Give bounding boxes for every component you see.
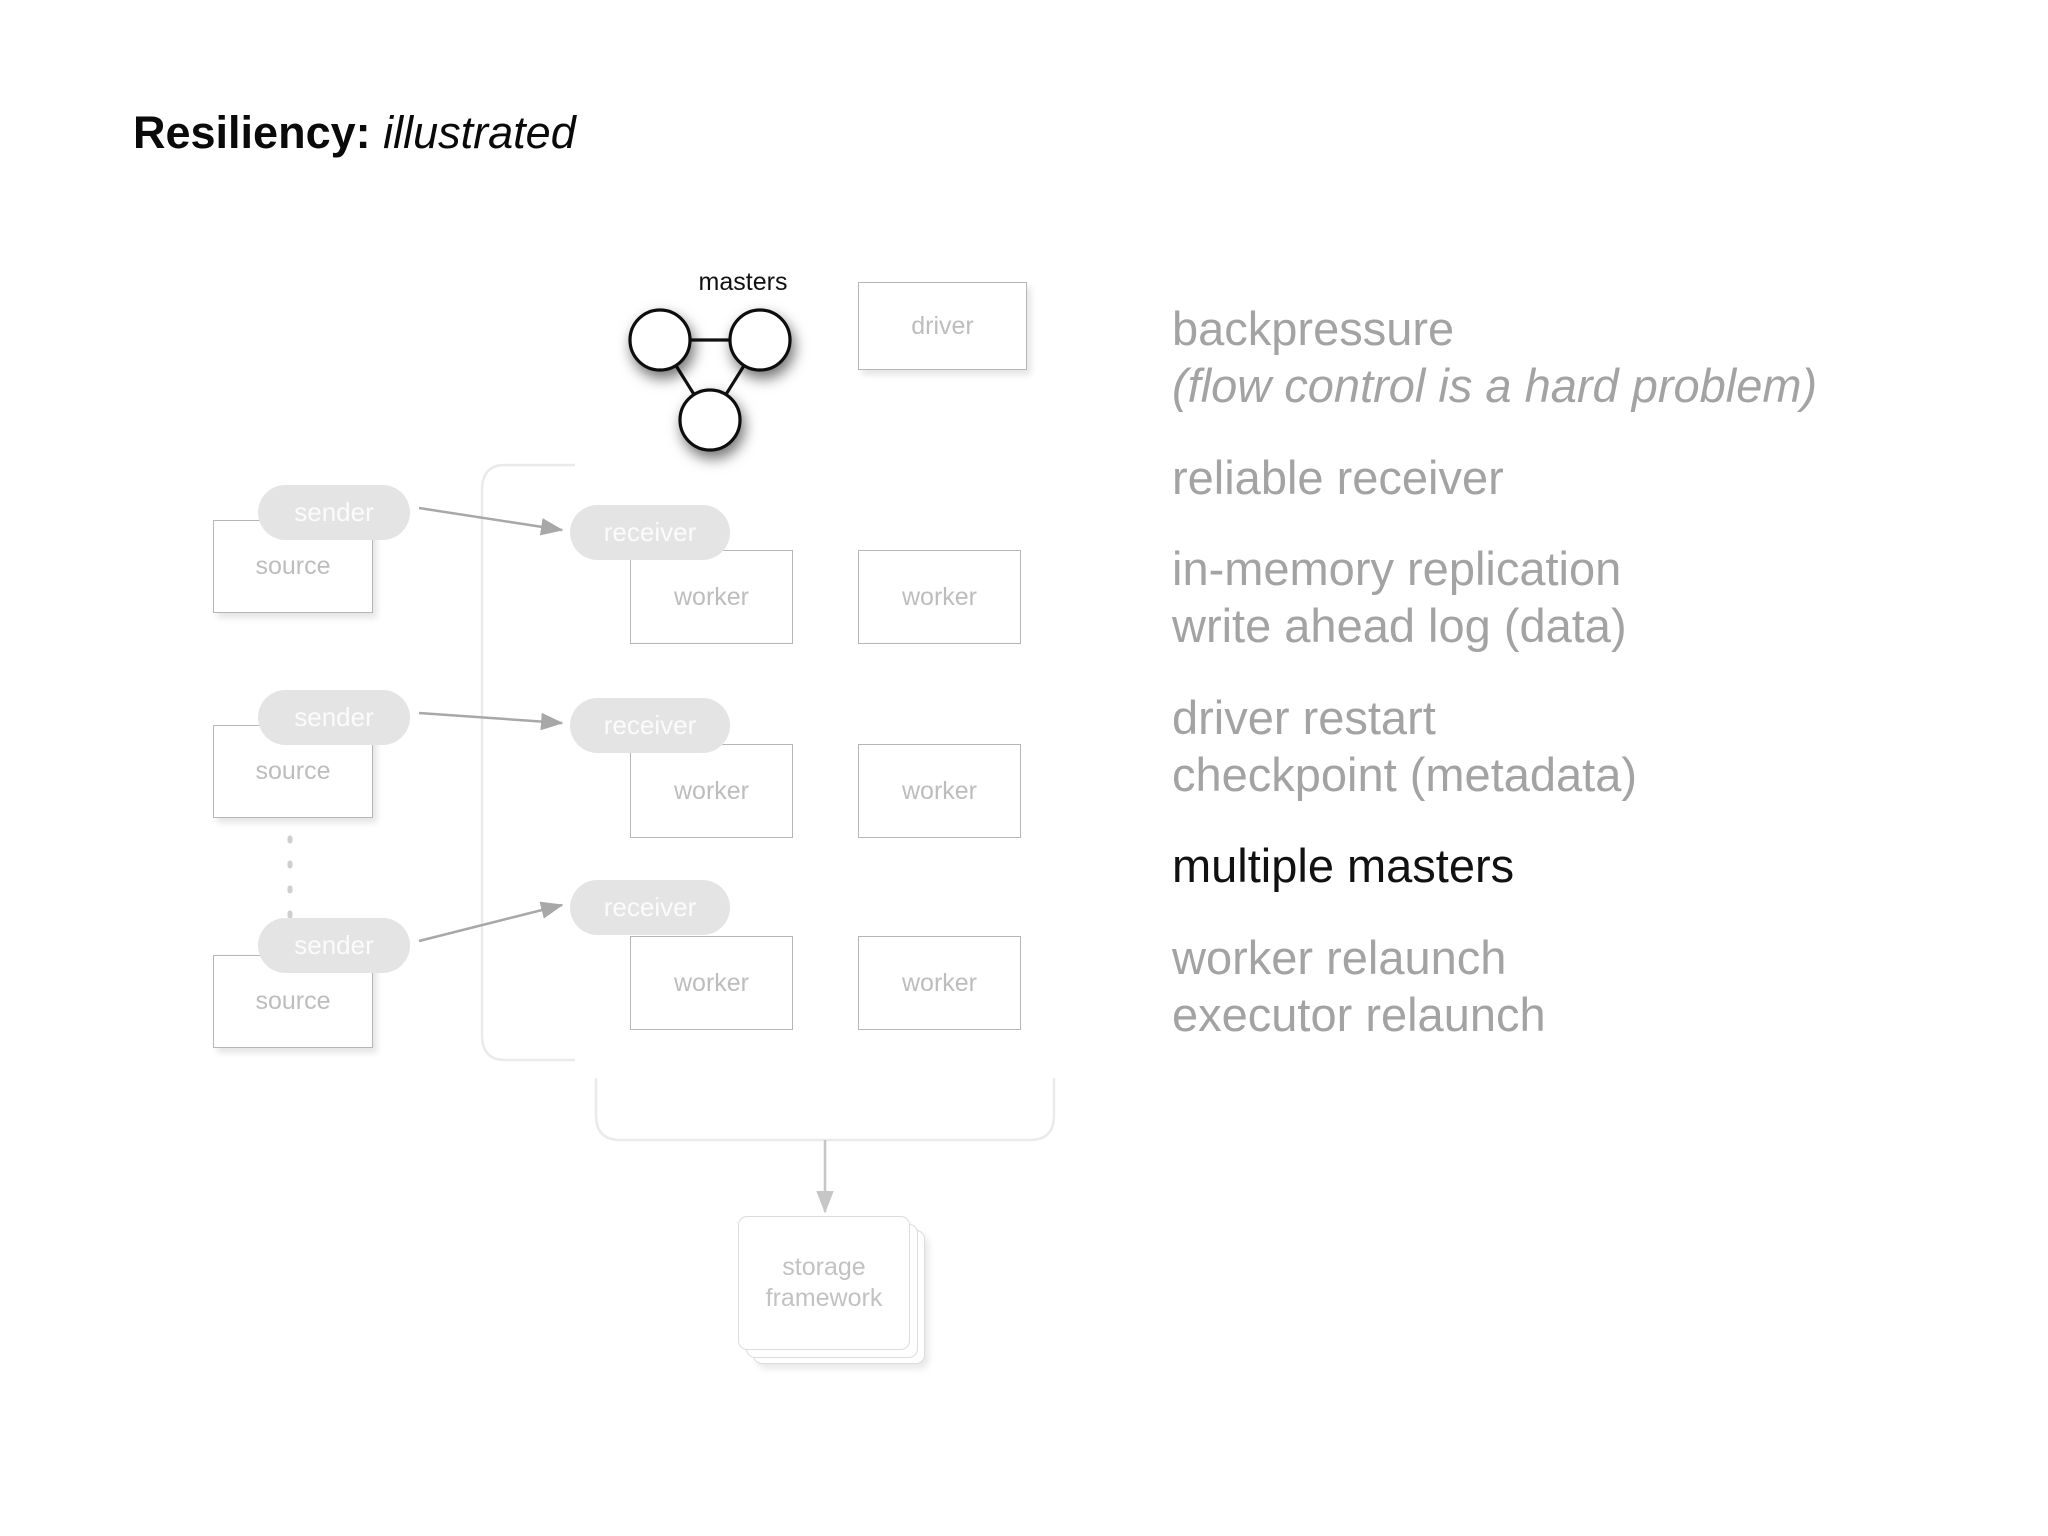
bullet-line-in-memory-replication: in-memory replication: [1172, 541, 1622, 595]
sender-pill-3: sender: [258, 918, 410, 973]
page-title-bold: Resiliency:: [133, 107, 371, 158]
masters-label: masters: [698, 268, 788, 296]
driver-box: driver: [858, 282, 1027, 370]
sender-pill-2: sender: [258, 690, 410, 745]
worker-box-6: worker: [858, 936, 1021, 1030]
worker-label-6: worker: [901, 968, 977, 997]
worker-box-1: worker: [630, 550, 793, 644]
bullet-line-multiple-masters: multiple masters: [1172, 839, 1515, 893]
storage-label-line2: framework: [765, 1284, 883, 1312]
worker-box-5: worker: [630, 936, 793, 1030]
cluster-left-bracket: [480, 463, 575, 1062]
resiliency-feature-list: backpressure (flow control is a hard pro…: [1172, 300, 2032, 1043]
bullet-line-flow-control: (flow control is a hard problem): [1172, 359, 1818, 413]
storage-framework-box: storage framework: [738, 1216, 910, 1350]
receiver-pill-2: receiver: [570, 698, 730, 753]
receiver-label-1: receiver: [603, 517, 697, 547]
bullet-group-multiple-masters: multiple masters: [1172, 837, 2032, 894]
cluster-bottom-bracket: [594, 1078, 1056, 1142]
master-node-1: [628, 308, 692, 372]
bullet-line-executor-relaunch: executor relaunch: [1172, 987, 1546, 1041]
worker-label-1: worker: [673, 582, 749, 611]
bullet-group-reliable-receiver: reliable receiver: [1172, 449, 2032, 506]
bullet-line-worker-relaunch: worker relaunch: [1172, 930, 1507, 984]
diagram-connectors-layer: [287, 308, 1056, 1214]
masters-cluster: [628, 308, 792, 452]
worker-box-3: worker: [630, 744, 793, 838]
arrow-sender-to-receiver-1: [418, 506, 564, 536]
bullet-group-relaunch: worker relaunch executor relaunch: [1172, 929, 2032, 1044]
sender-pill-1: sender: [258, 485, 410, 540]
worker-box-4: worker: [858, 744, 1021, 838]
architecture-diagram: masters driver source sender worker rece…: [213, 268, 1056, 1364]
page-title-italic: illustrated: [383, 107, 576, 158]
worker-label-5: worker: [673, 968, 749, 997]
sender-label-1: sender: [294, 497, 374, 527]
source-label-1: source: [255, 552, 331, 580]
worker-label-4: worker: [901, 776, 977, 805]
receiver-label-2: receiver: [603, 710, 697, 740]
bullet-group-replication: in-memory replication write ahead log (d…: [1172, 540, 2032, 655]
worker-box-2: worker: [858, 550, 1021, 644]
bullet-group-driver-restart: driver restart checkpoint (metadata): [1172, 689, 2032, 804]
receiver-label-3: receiver: [603, 892, 697, 922]
source-label-2: source: [255, 757, 331, 785]
arrow-sender-to-receiver-3: [418, 901, 564, 943]
worker-label-3: worker: [673, 776, 749, 805]
bullet-line-backpressure: backpressure: [1172, 302, 1455, 355]
bullet-line-checkpoint: checkpoint (metadata): [1172, 747, 1638, 801]
bullet-line-write-ahead-log: write ahead log (data): [1172, 599, 1627, 653]
master-node-3: [678, 388, 742, 452]
arrow-sender-to-receiver-2: [418, 711, 564, 731]
bullet-group-backpressure: backpressure (flow control is a hard pro…: [1172, 300, 2032, 415]
page-title: Resiliency: illustrated: [133, 108, 576, 158]
sender-label-2: sender: [294, 702, 374, 732]
storage-label-line1: storage: [782, 1252, 866, 1281]
sender-label-3: sender: [294, 930, 374, 960]
master-node-2: [728, 308, 792, 372]
driver-label: driver: [911, 311, 974, 340]
bullet-line-reliable-receiver: reliable receiver: [1172, 450, 1504, 504]
bullet-line-driver-restart: driver restart: [1172, 690, 1436, 744]
source-label-3: source: [255, 987, 331, 1015]
worker-label-2: worker: [901, 582, 977, 611]
receiver-pill-3: receiver: [570, 880, 730, 935]
receiver-pill-1: receiver: [570, 505, 730, 560]
